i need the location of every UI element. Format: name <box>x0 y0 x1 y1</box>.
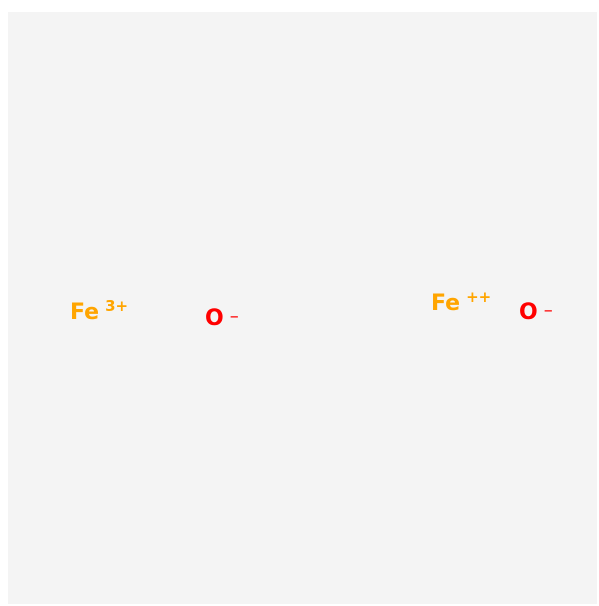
charge-label: – <box>543 300 553 321</box>
iron-3plus-ion: Fe 3+ <box>70 299 128 325</box>
atom-symbol: Fe <box>431 291 461 316</box>
atom-symbol: O <box>519 300 538 325</box>
atom-symbol: O <box>205 306 224 331</box>
charge-label: ++ <box>466 288 492 306</box>
atom-symbol: Fe <box>70 300 100 325</box>
charge-label: – <box>229 306 239 327</box>
oxide-ion-2: O– <box>519 302 553 324</box>
charge-label: 3+ <box>105 297 129 315</box>
iron-2plus-ion: Fe ++ <box>431 290 491 316</box>
oxide-ion-1: O– <box>205 308 239 330</box>
